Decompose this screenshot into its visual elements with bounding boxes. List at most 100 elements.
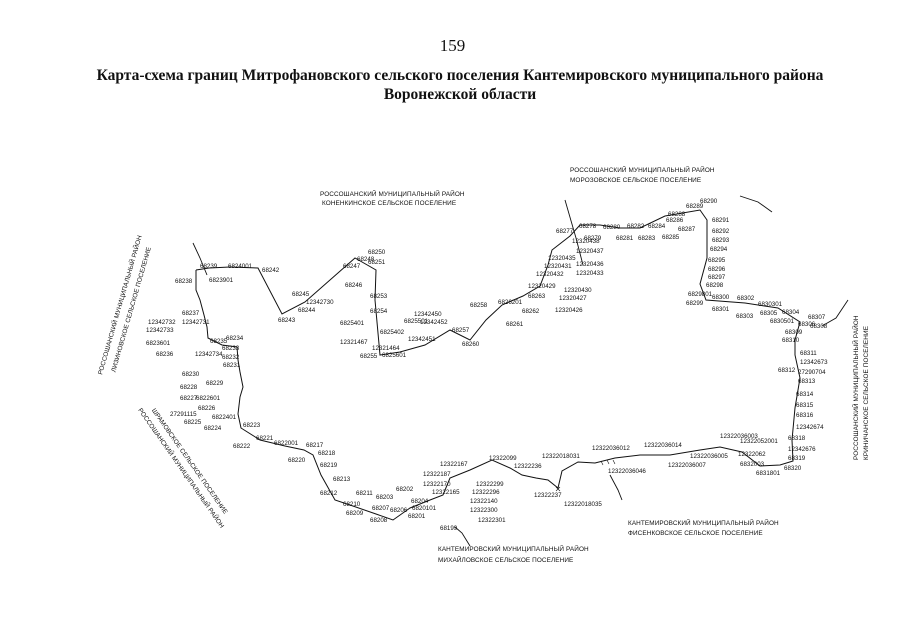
- neighbor-north-left: РОССОШАНСКИЙ МУНИЦИПАЛЬНЫЙ РАЙОН КОНЕНКИ…: [320, 189, 465, 207]
- point-label: 12320432: [536, 271, 564, 278]
- point-label: 68303: [736, 313, 754, 320]
- point-label: 68294: [710, 246, 728, 253]
- point-label: 68316: [796, 412, 814, 419]
- point-label: 68238: [175, 278, 193, 285]
- point-label: 68300: [712, 294, 730, 301]
- point-label: 68212: [320, 490, 338, 497]
- point-label: 12342674: [796, 424, 824, 431]
- point-label: 68299: [686, 300, 704, 307]
- point-label: 68289: [686, 203, 704, 210]
- point-label: 68232: [222, 354, 240, 361]
- point-label: 68283: [638, 235, 656, 242]
- map-title-line-2: Воронежской области: [383, 86, 537, 103]
- point-label: 68239: [200, 263, 218, 270]
- point-label: 6822601: [196, 395, 221, 402]
- point-label: 12322036005: [690, 453, 728, 460]
- point-label: 68251: [368, 259, 386, 266]
- point-label: 12322036003: [720, 433, 758, 440]
- point-label: 68296: [708, 266, 726, 273]
- point-label: 68206: [390, 507, 408, 514]
- point-label: 6823601: [146, 340, 171, 347]
- point-label: 6825501: [404, 318, 429, 325]
- point-label: 68207: [372, 505, 390, 512]
- point-label: 68219: [320, 462, 338, 469]
- point-label: 68228: [180, 384, 198, 391]
- point-label: 68297: [708, 274, 726, 281]
- point-label: 12322099: [489, 455, 517, 462]
- point-label: 68233: [222, 345, 240, 352]
- boundary-line: [195, 209, 801, 521]
- point-label: 68298: [706, 282, 724, 289]
- point-label: 6830301: [758, 301, 783, 308]
- point-label: 68282: [627, 223, 645, 230]
- point-label: 68281: [616, 235, 634, 242]
- point-label: 68304: [782, 309, 800, 316]
- point-label: 12320435: [548, 255, 576, 262]
- point-label: 12322036014: [644, 442, 682, 449]
- adjacent-line-north: [564, 199, 584, 266]
- point-label: 12322018031: [542, 453, 580, 460]
- point-label: 12322301: [478, 517, 506, 524]
- neighbor-north-right-settlement: МОРОЗОВСКОЕ СЕЛЬСКОЕ ПОСЕЛЕНИЕ: [570, 177, 701, 184]
- point-label: 68301: [712, 306, 730, 313]
- point-label: 12322300: [470, 507, 498, 514]
- point-label: 68306: [798, 321, 816, 328]
- point-label: 68245: [292, 291, 310, 298]
- point-label: 68218: [318, 450, 336, 457]
- point-label: 68307: [808, 314, 826, 321]
- point-label: 12342730: [306, 299, 334, 306]
- point-label: 68291: [712, 217, 730, 224]
- point-label: 12322167: [440, 461, 468, 468]
- neighbor-north-left-district: РОССОШАНСКИЙ МУНИЦИПАЛЬНЫЙ РАЙОН: [320, 189, 465, 198]
- point-label: 12320436: [576, 261, 604, 268]
- point-label: 68246: [345, 282, 363, 289]
- point-label: 12322036007: [668, 462, 706, 469]
- point-label: 6825601: [382, 352, 407, 359]
- point-label: 12322062: [738, 451, 766, 458]
- point-label: 12322036012: [592, 445, 630, 452]
- point-label: 68229: [206, 380, 224, 387]
- point-label: 68293: [712, 237, 730, 244]
- adjacent-line-south: [454, 526, 471, 547]
- point-label: 12321467: [340, 339, 368, 346]
- point-label: 68292: [712, 228, 730, 235]
- point-label: 6832003: [740, 461, 765, 468]
- point-label: 6830501: [770, 318, 795, 325]
- point-label: 68211: [356, 490, 373, 497]
- settlement-boundary: [195, 209, 801, 521]
- point-label: 68319: [788, 455, 806, 462]
- point-label: 68279: [584, 235, 602, 242]
- point-label: 12320431: [544, 263, 572, 270]
- point-label: 27291115: [170, 411, 197, 418]
- point-label: 68204: [411, 498, 429, 505]
- point-label: 6825401: [340, 320, 365, 327]
- point-label: 27290704: [798, 369, 826, 376]
- point-label: 68235: [210, 338, 228, 345]
- point-label: 68226: [198, 405, 216, 412]
- neighbor-west: РОССОШАНСКИЙ МУНИЦИПАЛЬНЫЙ РАЙОН ЛИЗИНОВ…: [95, 234, 153, 376]
- point-label: 68311: [800, 350, 817, 357]
- point-label: 12322237: [534, 492, 562, 499]
- point-label: 68243: [278, 317, 296, 324]
- point-label: 68223: [243, 422, 261, 429]
- point-label: 12342451: [408, 336, 436, 343]
- boundary-point-labels: 68239 6824001 68242 6823901 68238 68245 …: [146, 198, 828, 532]
- boundary-hatching: [555, 459, 616, 492]
- point-label: 6825402: [380, 329, 405, 336]
- point-label: 68227: [180, 395, 198, 402]
- point-label: 68231: [223, 362, 241, 369]
- neighbor-south-settlement: МИХАЙЛОВСКОЕ СЕЛЬСКОЕ ПОСЕЛЕНИЕ: [438, 555, 573, 564]
- point-label: 12342734: [195, 351, 223, 358]
- point-label: 68208: [370, 517, 388, 524]
- point-label: 12322036046: [608, 468, 646, 475]
- point-label: 68242: [262, 267, 280, 274]
- adjacent-line-east: [821, 299, 849, 327]
- point-label: 68202: [396, 486, 414, 493]
- page-number: 159: [439, 36, 466, 55]
- point-label: 12342676: [788, 446, 816, 453]
- point-label: 68287: [678, 226, 696, 233]
- neighbor-southeast: КАНТЕМИРОВСКИЙ МУНИЦИПАЛЬНЫЙ РАЙОН ФИСЕН…: [628, 518, 779, 537]
- point-label: 68318: [788, 435, 806, 442]
- point-label: 68209: [346, 510, 364, 517]
- boundary-hatch-2: [600, 459, 616, 466]
